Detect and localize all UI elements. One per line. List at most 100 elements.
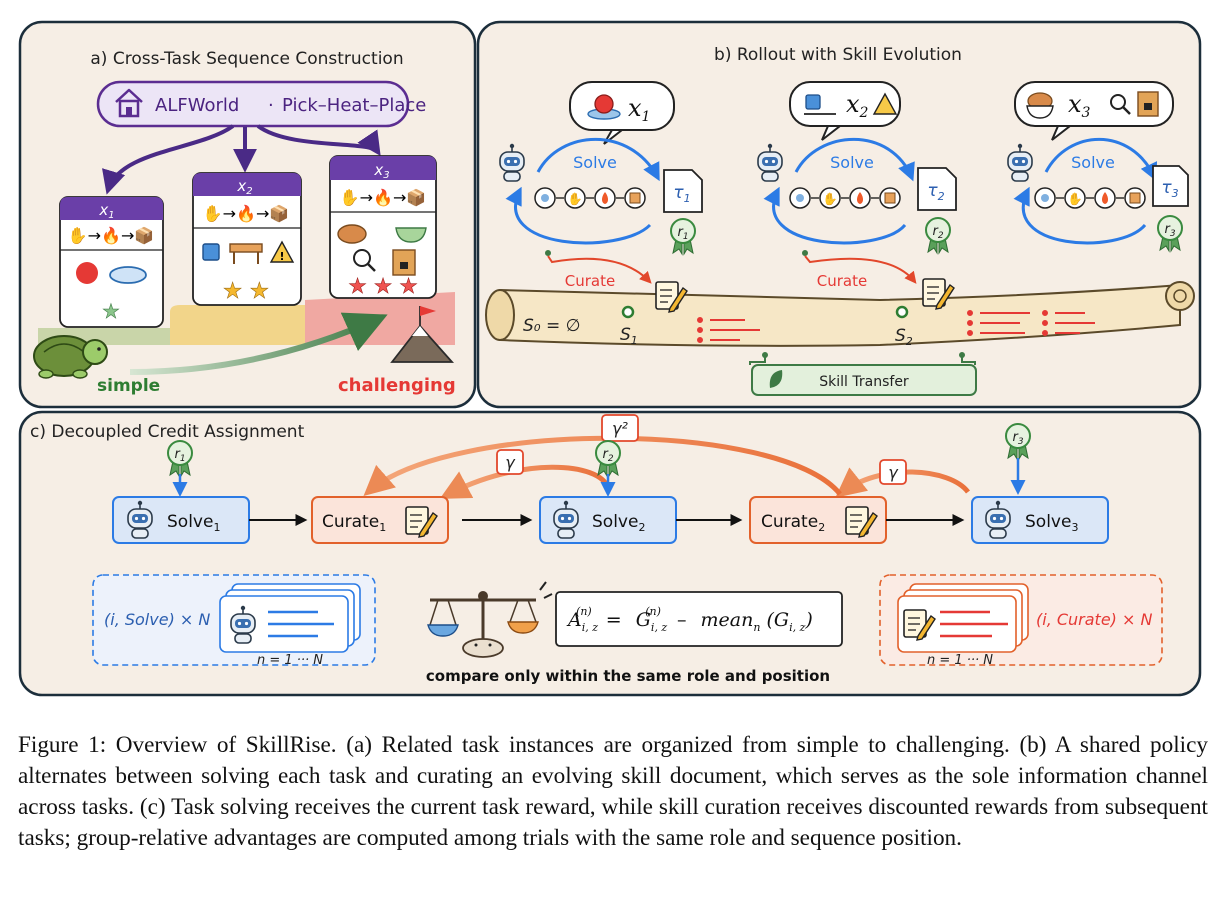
figure-caption: Figure 1: Overview of SkillRise. (a) Rel… bbox=[18, 732, 1208, 851]
svg-text:Ai, z(n) = Gi,: Ai, z(n) = Gi, z(n) – meann (Gi, z) bbox=[566, 598, 813, 636]
panel-c: c) Decoupled Credit Assignment γ γ γ² r1… bbox=[18, 410, 1202, 697]
advantage-formula: Ai, z(n) = Gi, z(n) – meann (Gi, z) bbox=[555, 591, 843, 647]
task-label: Pick–Heat–Place bbox=[282, 95, 426, 116]
gamma-badge-1: γ bbox=[496, 449, 524, 475]
svg-text:r3: r3 bbox=[1012, 430, 1023, 447]
curate-label: Curate bbox=[565, 272, 615, 290]
curate-group: (i, Curate) × N n = 1 ··· N bbox=[879, 574, 1163, 668]
task-card-x3: x3 ✋→🔥→📦 ★ ★ ★ bbox=[329, 155, 437, 299]
gamma-squared-badge: γ² bbox=[601, 414, 639, 442]
s2-label: S2 bbox=[895, 326, 913, 348]
solve-n-range: n = 1 ··· N bbox=[257, 653, 323, 668]
svg-text:τ3: τ3 bbox=[1161, 178, 1178, 200]
turtle-icon bbox=[33, 335, 108, 379]
svg-text:r1: r1 bbox=[677, 225, 688, 242]
solve-group: (i, Solve) × N n = 1 ··· N bbox=[92, 574, 376, 668]
panel-b: b) Rollout with Skill Evolution S₀ = ∅ S… bbox=[476, 20, 1202, 409]
svg-text:x3: x3 bbox=[1068, 90, 1091, 121]
svg-text:x2: x2 bbox=[846, 90, 869, 121]
curate-label: Curate bbox=[817, 272, 867, 290]
trajectory-doc-icon: τ1 bbox=[663, 169, 703, 213]
s1-label: S1 bbox=[620, 325, 638, 347]
desk-icon bbox=[229, 243, 263, 253]
rollout-task-2: x2 Solve τ2 r2 Curate bbox=[757, 81, 957, 310]
svg-text:Curate1: Curate1 bbox=[322, 512, 386, 534]
task-card-x1: x1 ✋→🔥→📦 ★ bbox=[59, 196, 164, 328]
solve-label: Solve bbox=[830, 153, 874, 172]
node-solve-2: Solve2 bbox=[539, 496, 677, 544]
task-card-x2: x2 ✋→🔥→📦 ! ★ ★ bbox=[192, 172, 302, 306]
panel-c-title: c) Decoupled Credit Assignment bbox=[30, 422, 305, 442]
node-solve-1: Solve1 bbox=[112, 496, 250, 544]
svg-text:r3: r3 bbox=[1164, 222, 1175, 239]
svg-text:r1: r1 bbox=[174, 447, 185, 464]
search-icon bbox=[353, 249, 371, 267]
svg-text:x1: x1 bbox=[628, 94, 650, 125]
svg-text:r2: r2 bbox=[932, 224, 943, 241]
trajectory-doc-icon: τ2 bbox=[917, 167, 957, 211]
solve-group-label: (i, Solve) × N bbox=[104, 610, 210, 629]
skill-lines-2 bbox=[967, 310, 1095, 336]
panel-b-title: b) Rollout with Skill Evolution bbox=[714, 45, 962, 65]
star-icons: ★ ★ bbox=[223, 279, 269, 304]
skill-lines-1 bbox=[697, 317, 760, 343]
svg-text:γ: γ bbox=[888, 463, 899, 482]
skill-transfer: Skill Transfer bbox=[749, 352, 977, 396]
svg-text:x2: x2 bbox=[236, 177, 252, 197]
gamma-badge-2: γ bbox=[879, 459, 907, 485]
star-icon: ★ bbox=[102, 299, 120, 323]
svg-text:γ²: γ² bbox=[612, 419, 628, 438]
leaf-icon bbox=[769, 370, 783, 388]
curate-group-label: (i, Curate) × N bbox=[1036, 610, 1152, 629]
apple-icon bbox=[76, 262, 98, 284]
node-curate-2: Curate2 bbox=[749, 496, 887, 544]
mug-icon bbox=[805, 94, 821, 110]
svg-text:r2: r2 bbox=[602, 447, 613, 464]
balance-scale-icon bbox=[427, 581, 553, 658]
speech-bubble-x2: x2 bbox=[789, 81, 901, 141]
solve-label: Solve bbox=[1071, 153, 1115, 172]
svg-text:Solve3: Solve3 bbox=[1025, 512, 1078, 534]
search-icon bbox=[1110, 94, 1126, 110]
svg-text:Solve2: Solve2 bbox=[592, 512, 645, 534]
svg-text:!: ! bbox=[279, 250, 284, 263]
mug-icon bbox=[202, 243, 220, 261]
warning-icon bbox=[269, 240, 295, 263]
env-label: ALFWorld bbox=[155, 95, 239, 116]
svg-text:Solve1: Solve1 bbox=[167, 512, 220, 534]
panel-a-title: a) Cross-Task Sequence Construction bbox=[90, 49, 403, 69]
star-icons: ★ ★ ★ bbox=[348, 274, 418, 298]
house-icon bbox=[115, 88, 143, 118]
skill-transfer-label: Skill Transfer bbox=[819, 374, 909, 390]
action-seq-icon: ✋→🔥→📦 bbox=[68, 226, 155, 245]
action-seq-icon: ✋→🔥→📦 bbox=[203, 204, 290, 223]
potato-icon bbox=[337, 224, 367, 244]
plate-icon bbox=[109, 266, 147, 284]
svg-text:Curate2: Curate2 bbox=[761, 512, 825, 534]
reward-r1: r1 bbox=[167, 440, 193, 497]
svg-text:τ1: τ1 bbox=[673, 183, 690, 205]
svg-text:x1: x1 bbox=[98, 201, 114, 221]
warning-icon bbox=[872, 92, 898, 115]
env-banner: ALFWorld · Pick–Heat–Place bbox=[96, 80, 426, 128]
svg-text:γ: γ bbox=[505, 453, 516, 472]
curate-n-range: n = 1 ··· N bbox=[927, 653, 993, 668]
rollout-task-1: x1 Solve τ1 r1 Curate bbox=[499, 81, 703, 313]
panel-a: a) Cross-Task Sequence Construction ALFW… bbox=[18, 20, 477, 409]
node-curate-1: Curate1 bbox=[311, 496, 449, 544]
trajectory-doc-icon: τ3 bbox=[1152, 165, 1189, 207]
compare-note: compare only within the same role and po… bbox=[426, 667, 830, 685]
rollout-task-3: x3 Solve τ3 r3 bbox=[1007, 81, 1189, 252]
action-seq-icon: ✋→🔥→📦 bbox=[340, 188, 427, 207]
reward-r2: r2 bbox=[595, 440, 621, 497]
mountain-flag-icon bbox=[390, 306, 455, 363]
s0-label: S₀ = ∅ bbox=[523, 316, 580, 336]
svg-text:τ2: τ2 bbox=[927, 181, 944, 203]
speech-bubble-x3: x3 bbox=[1014, 81, 1174, 141]
bowl-icon bbox=[1026, 105, 1054, 119]
bowl-icon bbox=[395, 227, 427, 243]
svg-text:x3: x3 bbox=[373, 161, 389, 181]
node-solve-3: Solve3 bbox=[971, 496, 1109, 544]
apple-icon bbox=[594, 94, 614, 114]
